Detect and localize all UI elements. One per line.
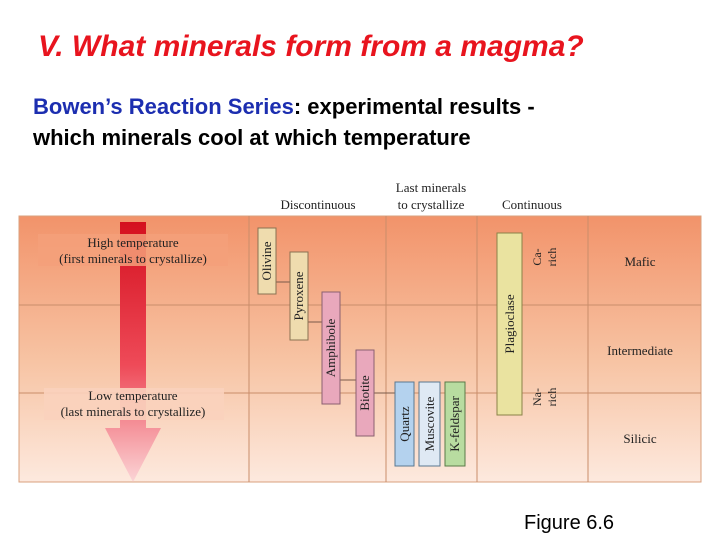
amphibole-bar [321,291,341,405]
temperature-arrow [105,222,161,482]
subtitle-term: Bowen’s Reaction Series [33,94,294,119]
plagioclase-label: Plagioclase [502,294,517,353]
high-temp-line1: High temperature [87,235,179,250]
olivine-bar [257,227,277,295]
header-last-line1: Last minerals [396,180,466,195]
kfeldspar-bar [444,381,466,467]
low-temp-line2: (last minerals to crystallize) [61,404,206,419]
row-label-intermediate: Intermediate [607,343,673,358]
biotite-label: Biotite [357,375,372,411]
muscovite-bar [418,381,441,467]
amphibole-label: Amphibole [323,319,338,378]
low-temp-label-bg [44,388,224,420]
row-label-mafic: Mafic [624,254,655,269]
row-label-silicic: Silicic [623,431,656,446]
low-temp-line1: Low temperature [88,388,177,403]
plagioclase-bar [496,232,523,416]
header-continuous: Continuous [502,197,562,212]
slide-subtitle: Bowen’s Reaction Series: experimental re… [33,91,713,153]
high-temp-line2: (first minerals to crystallize) [59,251,207,266]
figure-label: Figure 6.6 [524,512,615,534]
quartz-bar [394,381,415,467]
header-discontinuous: Discontinuous [280,197,355,212]
subtitle-rest: : experimental results - [293,94,535,119]
header-last-line2: to crystallize [398,197,465,212]
ca-rich-line1: Ca- [530,248,544,265]
biotite-bar [355,349,375,437]
ca-rich-line2: rich [545,248,559,267]
high-temp-label-bg [38,234,228,266]
quartz-label: Quartz [397,406,412,442]
na-rich-line1: Na- [530,388,544,406]
slide-title: V. What minerals form from a magma? [38,30,584,63]
pyroxene-bar [289,251,309,341]
muscovite-label: Muscovite [422,396,437,451]
kfeldspar-label: K-feldspar [447,396,462,452]
subtitle-line2: which minerals cool at which temperature [33,125,471,150]
pyroxene-label: Pyroxene [291,271,306,320]
na-rich-line2: rich [545,388,559,407]
olivine-label: Olivine [259,241,274,280]
diagram-panel-border [18,215,702,483]
